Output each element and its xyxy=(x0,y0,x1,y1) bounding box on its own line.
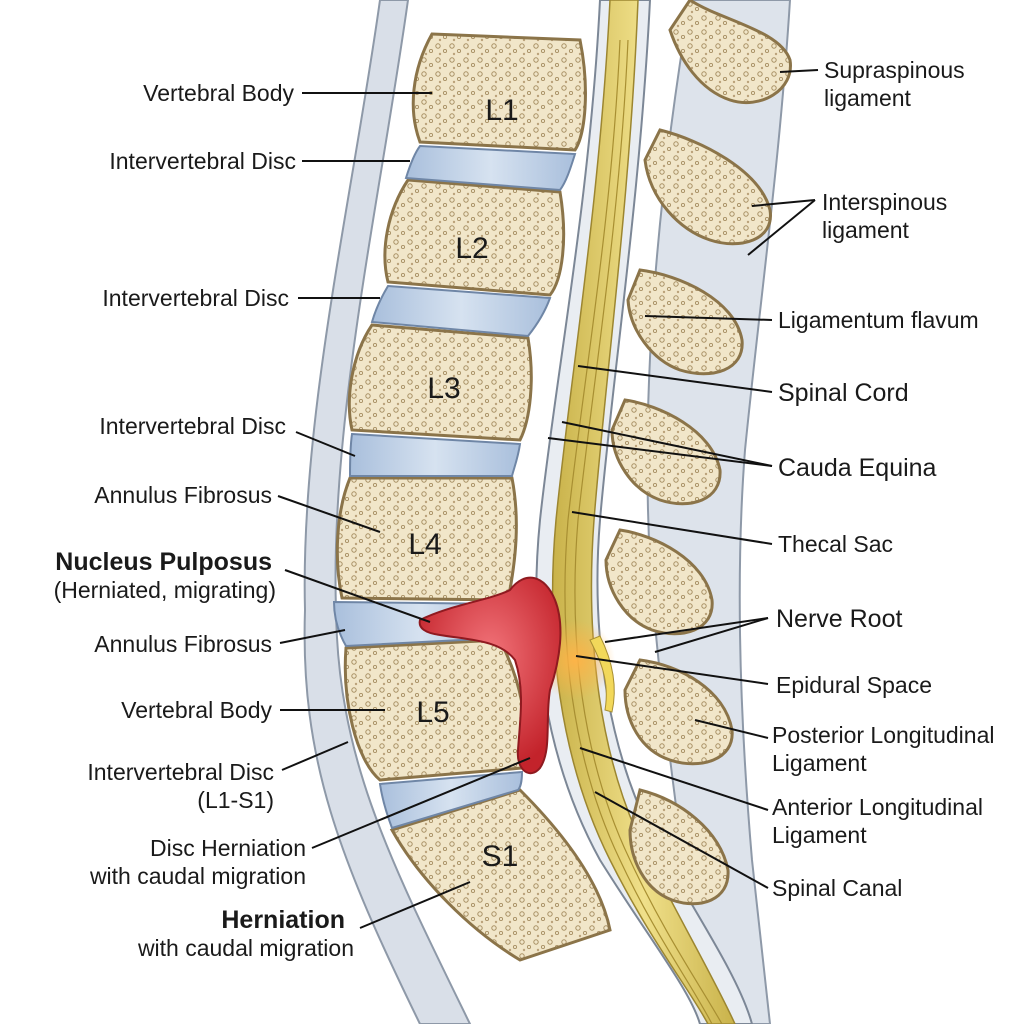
label-epidural-space: Epidural Space xyxy=(776,672,932,698)
vertebra-s1 xyxy=(389,788,612,962)
sacral-process xyxy=(628,788,730,906)
label-vertebral-body-1: Vertebral Body xyxy=(143,80,294,106)
label-annulus-fibrosus-1: Annulus Fibrosus xyxy=(94,482,272,508)
label-intervertebral-disc-4: Intervertebral Disc xyxy=(87,759,274,785)
label-annulus-fibrosus-2: Annulus Fibrosus xyxy=(94,631,272,657)
label-pll-2: Ligament xyxy=(772,750,867,776)
label-intervertebral-disc-4-sub: (L1-S1) xyxy=(197,787,274,813)
label-supraspinous-2: ligament xyxy=(824,85,912,111)
disc-l1-l2 xyxy=(404,144,577,192)
label-disc-herniation-sub: with caudal migration xyxy=(89,863,306,889)
label-ligamentum-flavum: Ligamentum flavum xyxy=(778,307,979,333)
posterior-elements xyxy=(604,0,792,906)
disc-l3-l4 xyxy=(348,432,522,477)
label-thecal-sac: Thecal Sac xyxy=(778,531,893,557)
disc-l2-l3 xyxy=(370,284,552,338)
leader-lines xyxy=(277,69,819,929)
label-interspinous-1: Interspinous xyxy=(822,189,947,215)
spinous-process-l1 xyxy=(668,0,792,105)
vertebra-l5 xyxy=(343,638,527,782)
label-vertebral-body-2: Vertebral Body xyxy=(121,697,272,723)
label-all-1: Anterior Longitudinal xyxy=(772,794,983,820)
vertebra-l1 xyxy=(411,32,587,152)
label-l2: L2 xyxy=(455,232,488,265)
label-spinal-canal: Spinal Canal xyxy=(772,875,902,901)
label-herniation: Herniation xyxy=(221,906,345,934)
disc-l5-s1 xyxy=(378,770,524,830)
spinous-process-l3 xyxy=(626,268,744,376)
right-labels: Supraspinous ligament Interspinous ligam… xyxy=(772,57,994,901)
label-herniation-sub: with caudal migration xyxy=(137,935,354,961)
posterior-ligament-tissue xyxy=(646,0,792,1024)
disc-herniation xyxy=(418,576,615,775)
label-l3: L3 xyxy=(427,372,460,405)
label-intervertebral-disc-2: Intervertebral Disc xyxy=(102,285,289,311)
label-intervertebral-disc-1: Intervertebral Disc xyxy=(109,148,296,174)
anterior-ligament-sheath xyxy=(303,0,472,1024)
left-labels: Vertebral Body Intervertebral Disc Inter… xyxy=(54,80,354,961)
vertebra-l3 xyxy=(347,323,533,442)
label-l1: L1 xyxy=(485,94,518,127)
label-pll-1: Posterior Longitudinal xyxy=(772,722,994,748)
vertebral-bodies xyxy=(335,32,612,962)
label-nucleus-pulposus: Nucleus Pulposus xyxy=(55,548,272,576)
spinous-process-l2 xyxy=(643,128,772,246)
label-l5: L5 xyxy=(416,696,449,729)
vertebra-l2 xyxy=(383,178,566,297)
vertebra-labels: L1 L2 L3 L4 L5 S1 xyxy=(408,94,518,873)
label-disc-herniation: Disc Herniation xyxy=(150,835,306,861)
label-l4: L4 xyxy=(408,528,441,561)
label-intervertebral-disc-3: Intervertebral Disc xyxy=(99,413,286,439)
label-all-2: Ligament xyxy=(772,822,867,848)
label-spinal-cord: Spinal Cord xyxy=(778,379,909,407)
label-nucleus-pulposus-sub: (Herniated, migrating) xyxy=(54,577,276,603)
label-cauda-equina: Cauda Equina xyxy=(778,454,937,482)
label-interspinous-2: ligament xyxy=(822,217,910,243)
label-supraspinous-1: Supraspinous xyxy=(824,57,965,83)
label-nerve-root: Nerve Root xyxy=(776,605,902,633)
spinous-process-s1 xyxy=(623,658,734,766)
label-s1: S1 xyxy=(482,840,519,873)
herniated-nucleus xyxy=(418,576,562,775)
